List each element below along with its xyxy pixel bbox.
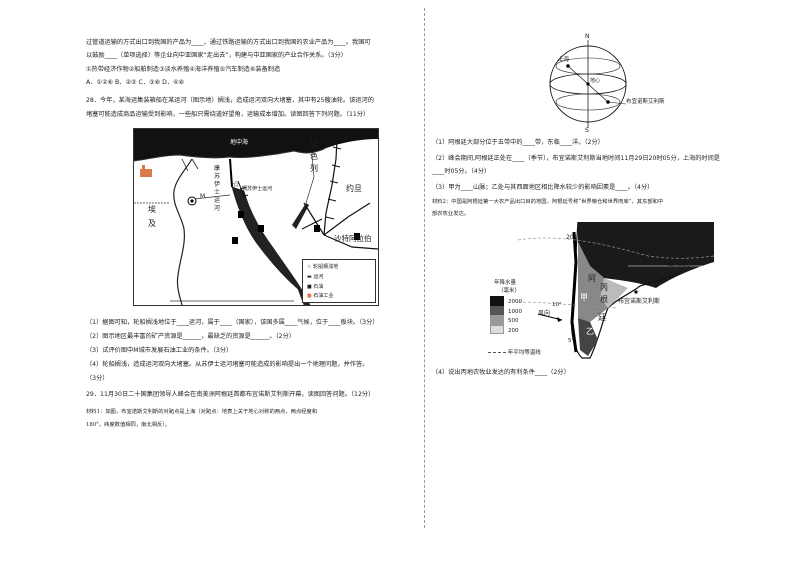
argentina-map: 20° 25° 南回归线 10° 5° 风向 甲 乙 丙 阿 根 廷 布宜诺斯艾… bbox=[478, 221, 715, 360]
canal-char: 康 bbox=[214, 165, 221, 172]
material-1: 材料1：如图，布宜诺斯艾利斯的对跖点是上海（对跖点：地表上关于地心对称的两点，两… bbox=[86, 409, 318, 415]
legend-value: 2000 bbox=[508, 299, 522, 305]
legend-title: 年降水量 bbox=[494, 280, 517, 286]
label-buenos-aires: 布宜诺斯艾利斯 bbox=[626, 99, 665, 105]
column-divider bbox=[424, 8, 425, 528]
question-29: 29．11月30日二十国集团领导人峰会在南美洲阿根廷首都布宜诺斯艾利斯开幕，读图… bbox=[86, 391, 375, 398]
q28-3: （3）试评价图中M城市发展石油工业的条件。（3分） bbox=[86, 347, 233, 354]
q28-4: （4）轮船搁浅，造成运河双向大堵塞。从苏伊士运河堵塞可能造成的影响提出一个地理问… bbox=[86, 361, 369, 368]
text-line: 以鼓励____（单项选择）等企业向中亚国家“走出去”，构建与中亚国家的产业合作关… bbox=[86, 52, 347, 59]
canal-line-icon: ▬ bbox=[307, 274, 312, 280]
legend-item: ▬ 运河 bbox=[307, 273, 323, 280]
legend-item: ■ 石油工业 bbox=[307, 292, 333, 299]
suez-map-svg: ☆ bbox=[133, 129, 379, 306]
label-yi: 乙 bbox=[586, 327, 594, 336]
legend-label: 石油工业 bbox=[313, 293, 334, 299]
argentina-char: 阿 bbox=[588, 274, 596, 283]
globe-diagram: N S 上海 地心 布宜诺斯艾利斯 bbox=[540, 33, 665, 134]
canal-char: 运 bbox=[214, 197, 221, 204]
material-2-cont: 部农牧业发达。 bbox=[432, 211, 470, 217]
label-saudi: 沙特阿拉伯 bbox=[334, 234, 372, 243]
argentina-map-svg bbox=[517, 221, 715, 359]
label-stranded: 搁苏伊士运河 bbox=[242, 186, 273, 192]
swatch bbox=[490, 315, 504, 325]
q29-2-cont: ____时05分。（4分） bbox=[432, 168, 491, 175]
argentina-char: 廷 bbox=[598, 313, 606, 322]
argentina-char: 根 bbox=[600, 295, 608, 304]
legend-item: ■ 石油 bbox=[307, 283, 323, 290]
isoline-legend: 年平均等温线 bbox=[488, 348, 541, 356]
legend-swatches bbox=[490, 296, 504, 334]
text-line: ①热带经济作物②船舶制造③淡水养殖④海洋养殖⑤汽车制造⑥装备制造 bbox=[86, 66, 281, 73]
oil-industry-icon: ■ bbox=[307, 293, 312, 299]
label-mediterranean: 地中海 bbox=[230, 139, 249, 146]
legend-label: 运河 bbox=[313, 274, 324, 280]
swatch bbox=[490, 305, 504, 315]
label-5-degree: 5° bbox=[568, 338, 575, 344]
text-line: A．①②⑥ B．②⑤ C．③⑥ D．④⑥ bbox=[86, 79, 185, 86]
legend-unit: （毫米） bbox=[498, 288, 521, 294]
canal-char: 苏 bbox=[214, 173, 221, 180]
legend-label: 轮船搁浅地 bbox=[313, 264, 339, 270]
label-10-degree: 10° bbox=[552, 302, 562, 308]
q28-2: （2）图示地区最丰富的矿产资源是______，最缺乏的资源是______。（2分… bbox=[86, 333, 295, 340]
label-25-degree: 25° bbox=[688, 252, 699, 259]
legend-value: 500 bbox=[508, 318, 519, 324]
label-jia: 甲 bbox=[580, 293, 588, 302]
canal-char: 河 bbox=[214, 205, 221, 212]
q28-1: （1）据图可知，轮船搁浅地位于____运河，属于____（国家），该国多属___… bbox=[86, 319, 379, 326]
label-jordan: 约旦 bbox=[346, 184, 362, 193]
q29-3: （3）甲为____山脉；乙处与其西面地区相比降水较少的影响因素是____。（4分… bbox=[432, 184, 654, 191]
oil-icon: ■ bbox=[307, 284, 312, 290]
canal-char: 伊 bbox=[214, 181, 221, 188]
label-canal-vertical: 康 苏 伊 士 运 河 bbox=[214, 165, 220, 213]
label-shanghai: 上海 bbox=[558, 57, 570, 63]
q28-4-score: （3分） bbox=[86, 375, 109, 382]
label-buenos-aires-map: 布宜诺斯艾利斯 bbox=[618, 298, 661, 305]
star-icon: ☆ bbox=[307, 264, 312, 270]
swatch bbox=[490, 296, 504, 306]
text-line: 堵塞可能造成商品运输受到影响，一些船只需绕道好望角，运输成本增加。读图回答下列问… bbox=[86, 111, 370, 118]
material-1-cont: 180°，纬度数值相同，南北相反）。 bbox=[86, 422, 171, 428]
svg-text:☆: ☆ bbox=[232, 180, 240, 190]
text-line: 过管道运输的方式出口到我国的产品为____，通过铁路运输的方式出口到我国的农业产… bbox=[86, 39, 371, 46]
question-28: 28．今年，某海运集装箱船在某运河（图示地）搁浅，造成运河双向大堵塞，其中有25… bbox=[86, 97, 374, 104]
dashed-line-icon bbox=[488, 352, 506, 353]
legend-label: 石油 bbox=[313, 284, 324, 290]
label-earth-center: 地心 bbox=[590, 78, 601, 84]
canal-char: 士 bbox=[214, 189, 221, 196]
globe-svg bbox=[549, 40, 627, 128]
label-south: S bbox=[585, 127, 589, 134]
legend-item: ☆ 轮船搁浅地 bbox=[307, 263, 338, 270]
label-argentina: 阿 bbox=[588, 270, 600, 288]
material-2: 材料2：中国是阿根廷第一大农产品出口目的地国，阿根廷号称“世界粮仓和世界肉库”，… bbox=[432, 199, 664, 205]
q29-1: （1）阿根廷大部分位于五带中的____带，东临____洋。（2分） bbox=[432, 139, 604, 146]
label-20-degree: 20° bbox=[566, 234, 577, 241]
label-north: N bbox=[585, 33, 590, 40]
legend-value: 200 bbox=[508, 328, 519, 334]
label-city-m: M bbox=[200, 193, 206, 200]
label-tropic: 南回归线 bbox=[668, 266, 691, 272]
isoline-label: 年平均等温线 bbox=[507, 350, 541, 356]
q29-4: （4）说出丙地农牧业发达的有利条件____（2分） bbox=[432, 369, 570, 376]
label-wind: 风向 bbox=[538, 310, 551, 317]
swatch bbox=[490, 324, 504, 334]
label-bing: 丙 bbox=[600, 283, 608, 292]
label-israel: 以色列 bbox=[310, 140, 318, 173]
legend-value: 1000 bbox=[508, 309, 522, 315]
q29-2: （2）峰会期间,阿根廷正处在____（季节），布宜诺斯艾利斯当地时间11月29日… bbox=[432, 155, 720, 162]
label-egypt: 埃及 bbox=[148, 205, 156, 228]
map1-legend: ☆ 轮船搁浅地 ▬ 运河 ■ 石油 ■ 石油工业 bbox=[302, 259, 376, 303]
suez-map: ☆ 地中海 以色列 约旦 埃及 沙特阿拉伯 搁苏伊士运河 M 康 苏 伊 士 运… bbox=[133, 128, 379, 306]
precip-legend: 年降水量 （毫米） 2000 1000 500 200 bbox=[486, 278, 546, 342]
